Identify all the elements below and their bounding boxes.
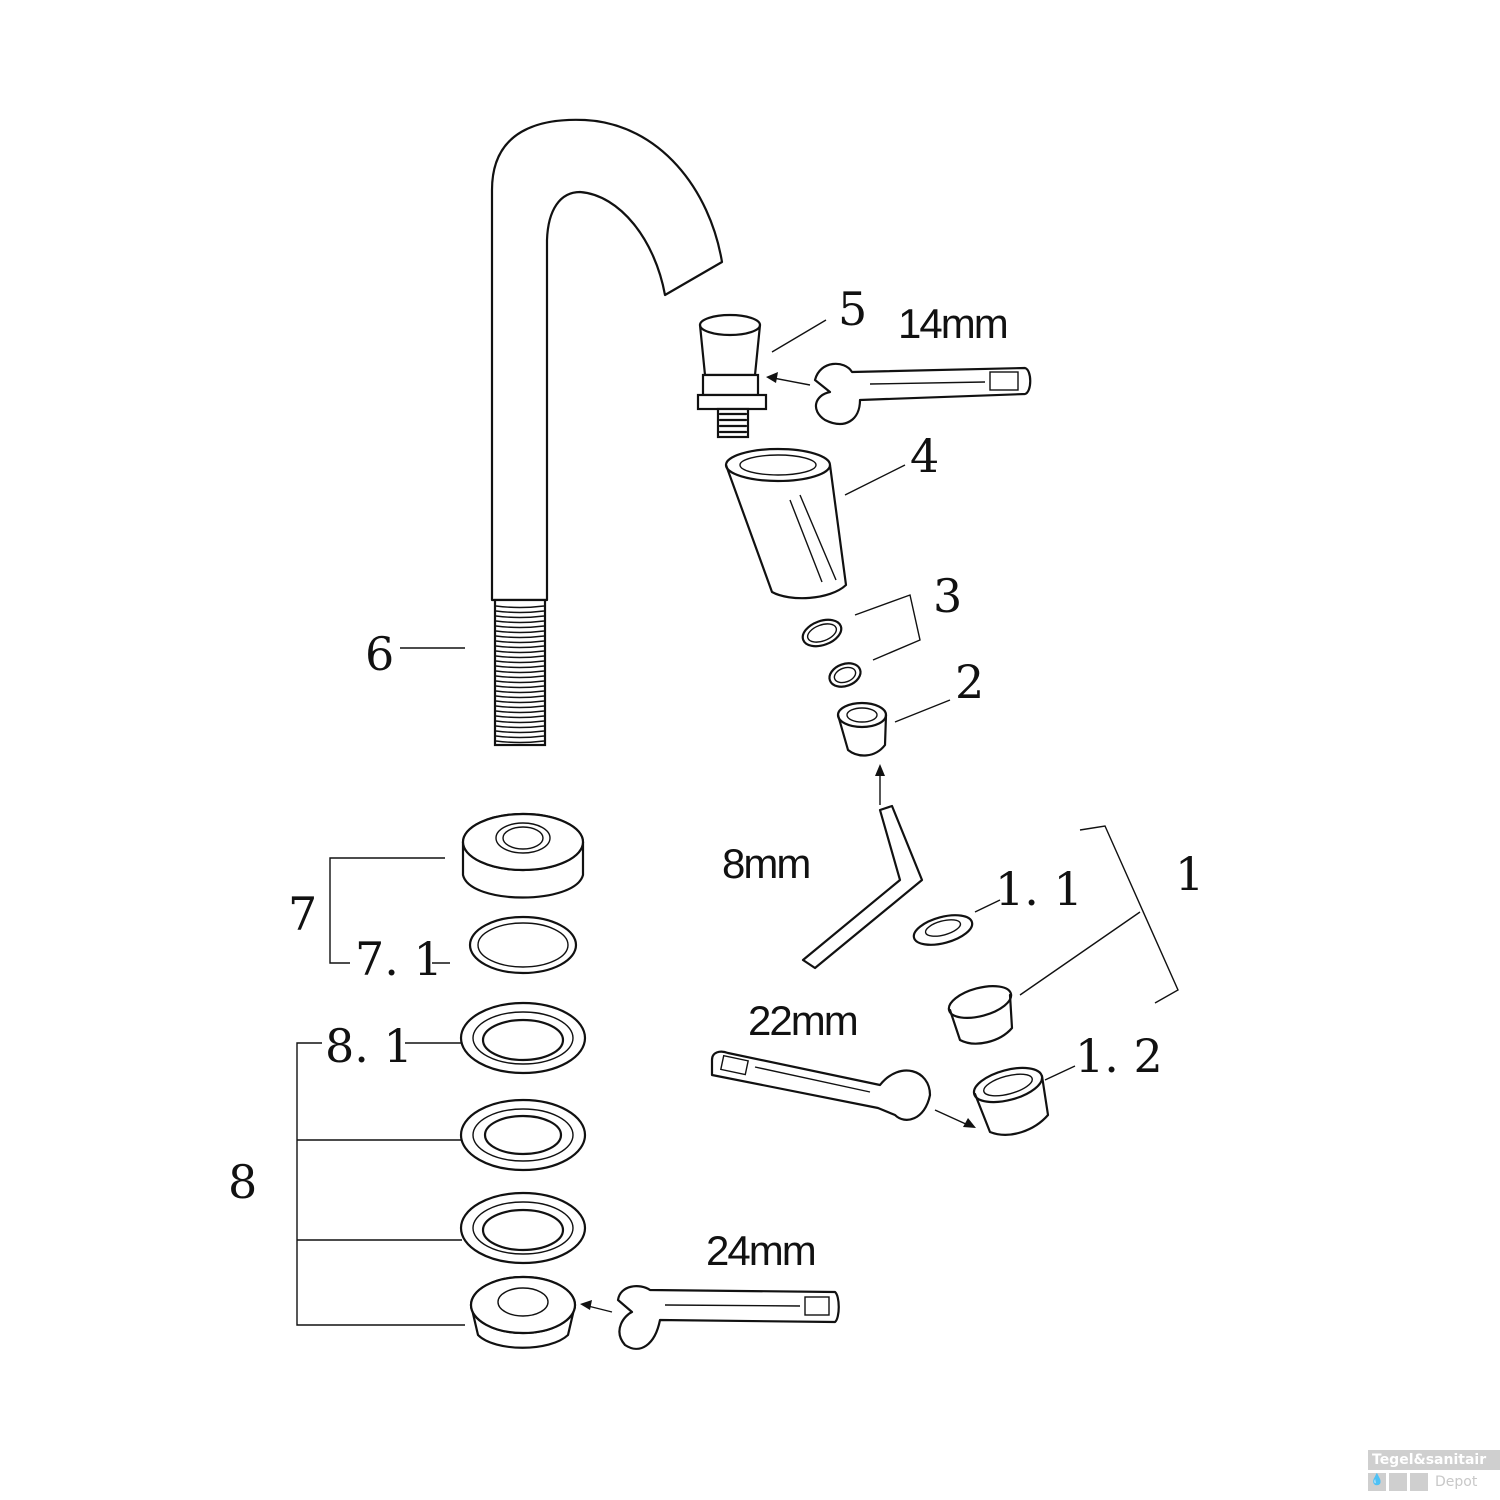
- thread-line: [495, 660, 545, 664]
- thread-line: [495, 615, 545, 619]
- leader-5: [771, 319, 827, 353]
- slotted-plate: [459, 1098, 587, 1172]
- leader-4: [844, 464, 906, 496]
- hex-key-8mm: [801, 804, 924, 970]
- leader-1-1: [974, 899, 1001, 913]
- thread-line: [495, 610, 545, 614]
- arrow-to-nut-8: [587, 1305, 613, 1313]
- wrench-22mm: [710, 1050, 932, 1121]
- watermark-brand: Tegel&sanitair: [1368, 1450, 1500, 1470]
- thread-line: [495, 695, 545, 699]
- leader-2: [894, 699, 951, 723]
- size-14mm: 14mm: [898, 300, 1007, 347]
- thread-line: [495, 705, 545, 709]
- size-8mm: 8mm: [722, 840, 809, 887]
- label-7-1: 7. 1: [355, 932, 443, 986]
- washer-part-1-1: [912, 914, 974, 946]
- thread-line: [495, 665, 545, 669]
- thread-line: [495, 630, 545, 634]
- size-22mm: 22mm: [748, 997, 857, 1044]
- label-1-1: 1. 1: [995, 862, 1083, 916]
- wrench-24mm: [616, 1285, 840, 1350]
- thread-line: [495, 710, 545, 714]
- thread-line: [495, 690, 545, 694]
- leader-1-2: [1044, 1065, 1076, 1081]
- bracket-7: [329, 857, 450, 964]
- thread-line: [495, 670, 545, 674]
- thread-line: [495, 730, 545, 734]
- leader-3: [854, 594, 921, 661]
- thread-line: [495, 740, 545, 744]
- label-7: 7: [288, 887, 317, 941]
- aerator-insert: [947, 985, 1014, 1045]
- label-3: 3: [933, 569, 962, 623]
- sleeve-part-4: [724, 447, 848, 600]
- thread-line: [495, 640, 545, 644]
- thread-line: [495, 700, 545, 704]
- thread-line: [495, 715, 545, 719]
- hex-nut-part-8: [469, 1275, 577, 1349]
- aerator-housing-part-1-2: [972, 1066, 1050, 1136]
- label-4: 4: [910, 429, 939, 483]
- thread-line: [495, 675, 545, 679]
- thread-line: [495, 655, 545, 659]
- thread-line: [495, 635, 545, 639]
- thread-line: [495, 720, 545, 724]
- label-2: 2: [955, 655, 984, 709]
- thread-line: [495, 650, 545, 654]
- watermark-logo: Tegel&sanitair 💧 Depot: [1368, 1450, 1500, 1500]
- thread-line: [495, 685, 545, 689]
- cartridge-part-5: [696, 313, 768, 439]
- label-1: 1: [1175, 847, 1204, 901]
- bracket-8: [296, 1042, 465, 1326]
- thread-line: [495, 725, 545, 729]
- thread-line: [495, 680, 545, 684]
- thread-line: [495, 735, 545, 739]
- flange-part-7: [461, 812, 585, 899]
- drop-icon: 💧: [1368, 1473, 1386, 1491]
- bracket-1: [1019, 825, 1179, 1004]
- thread-line: [495, 625, 545, 629]
- size-24mm: 24mm: [706, 1227, 815, 1274]
- wrench-14mm: [813, 362, 1032, 426]
- thread-line: [495, 605, 545, 609]
- arrow-to-aerator: [934, 1109, 969, 1126]
- thread-line: [495, 645, 545, 649]
- thread-line: [495, 620, 545, 624]
- ring-part-7-1: [468, 915, 578, 975]
- label-1-2: 1. 2: [1075, 1029, 1163, 1083]
- nut-part-2: [836, 701, 888, 757]
- washer-part-8-1: [459, 1001, 587, 1075]
- label-6: 6: [365, 627, 394, 681]
- washer-part-8: [459, 1191, 587, 1265]
- label-8: 8: [228, 1155, 257, 1209]
- o-rings-part-3: [801, 618, 862, 688]
- label-5: 5: [838, 282, 867, 336]
- watermark-sub: Depot: [1435, 1474, 1478, 1490]
- spout-part-6: [490, 118, 724, 747]
- label-8-1: 8. 1: [325, 1019, 413, 1073]
